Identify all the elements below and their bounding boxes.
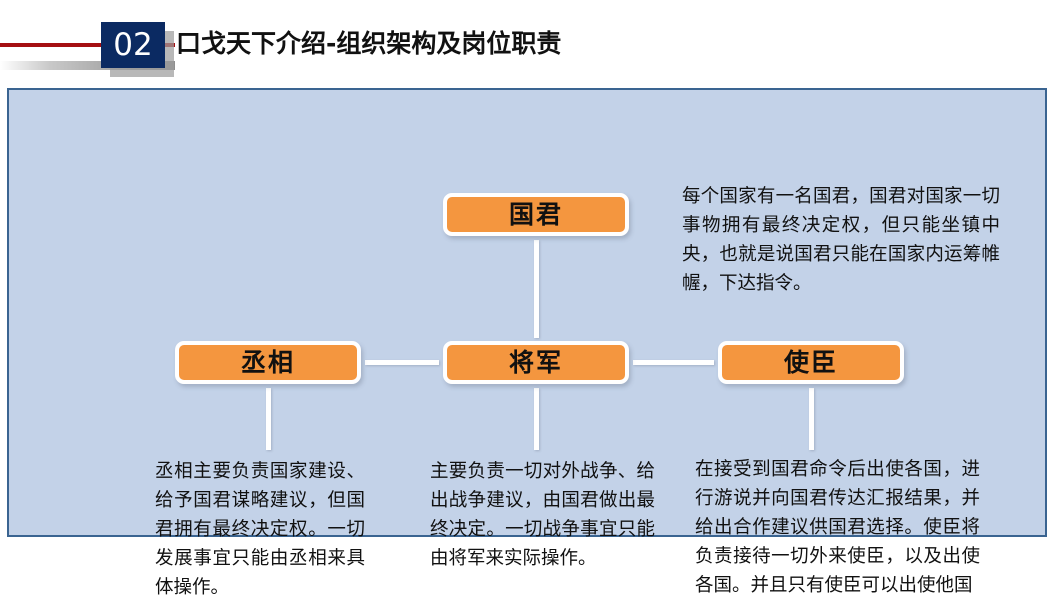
org-node-king-label: 国君 xyxy=(508,200,563,229)
org-node-general[interactable]: 将军 xyxy=(443,341,629,384)
section-number-badge: 02 xyxy=(101,22,165,68)
description-general: 主要负责一切对外战争、给出战争建议，由国君做出最终决定。一切战争事宜只能由将军来… xyxy=(430,461,655,569)
header-gray-rule xyxy=(0,61,175,70)
content-panel: 国君 丞相 将军 使臣 每个国家有一名国君，国君对国家一切事物拥有最终决定权，但… xyxy=(7,88,1047,598)
connector-chancellor-to-general xyxy=(365,360,439,365)
connector-general-to-description xyxy=(534,388,539,450)
slide-header: 02 口戈天下介绍-组织架构及岗位职责 xyxy=(0,0,1055,88)
org-node-king[interactable]: 国君 xyxy=(443,193,629,236)
header-red-rule xyxy=(0,43,122,47)
connector-chancellor-to-description xyxy=(266,388,271,450)
connector-general-to-envoy xyxy=(633,360,714,365)
description-king: 每个国家有一名国君，国君对国家一切事物拥有最终决定权，但只能坐镇中央，也就是说国… xyxy=(682,186,1000,294)
org-node-envoy-label: 使臣 xyxy=(783,348,838,377)
description-envoy: 在接受到国君命令后出使各国，进行游说并向国君传达汇报结果，并给出合作建议供国君选… xyxy=(695,459,980,596)
description-chancellor: 丞相主要负责国家建设、给予国君谋略建议，但国君拥有最终决定权。一切发展事宜只能由… xyxy=(155,461,365,598)
org-node-envoy[interactable]: 使臣 xyxy=(718,341,904,384)
connector-king-to-general xyxy=(534,240,539,338)
org-node-chancellor-label: 丞相 xyxy=(240,348,295,377)
section-number-text: 02 xyxy=(113,26,153,63)
connector-envoy-to-description xyxy=(809,388,814,450)
org-node-general-label: 将军 xyxy=(508,348,563,377)
page-title: 口戈天下介绍-组织架构及岗位职责 xyxy=(176,29,562,58)
org-node-chancellor[interactable]: 丞相 xyxy=(175,341,361,384)
